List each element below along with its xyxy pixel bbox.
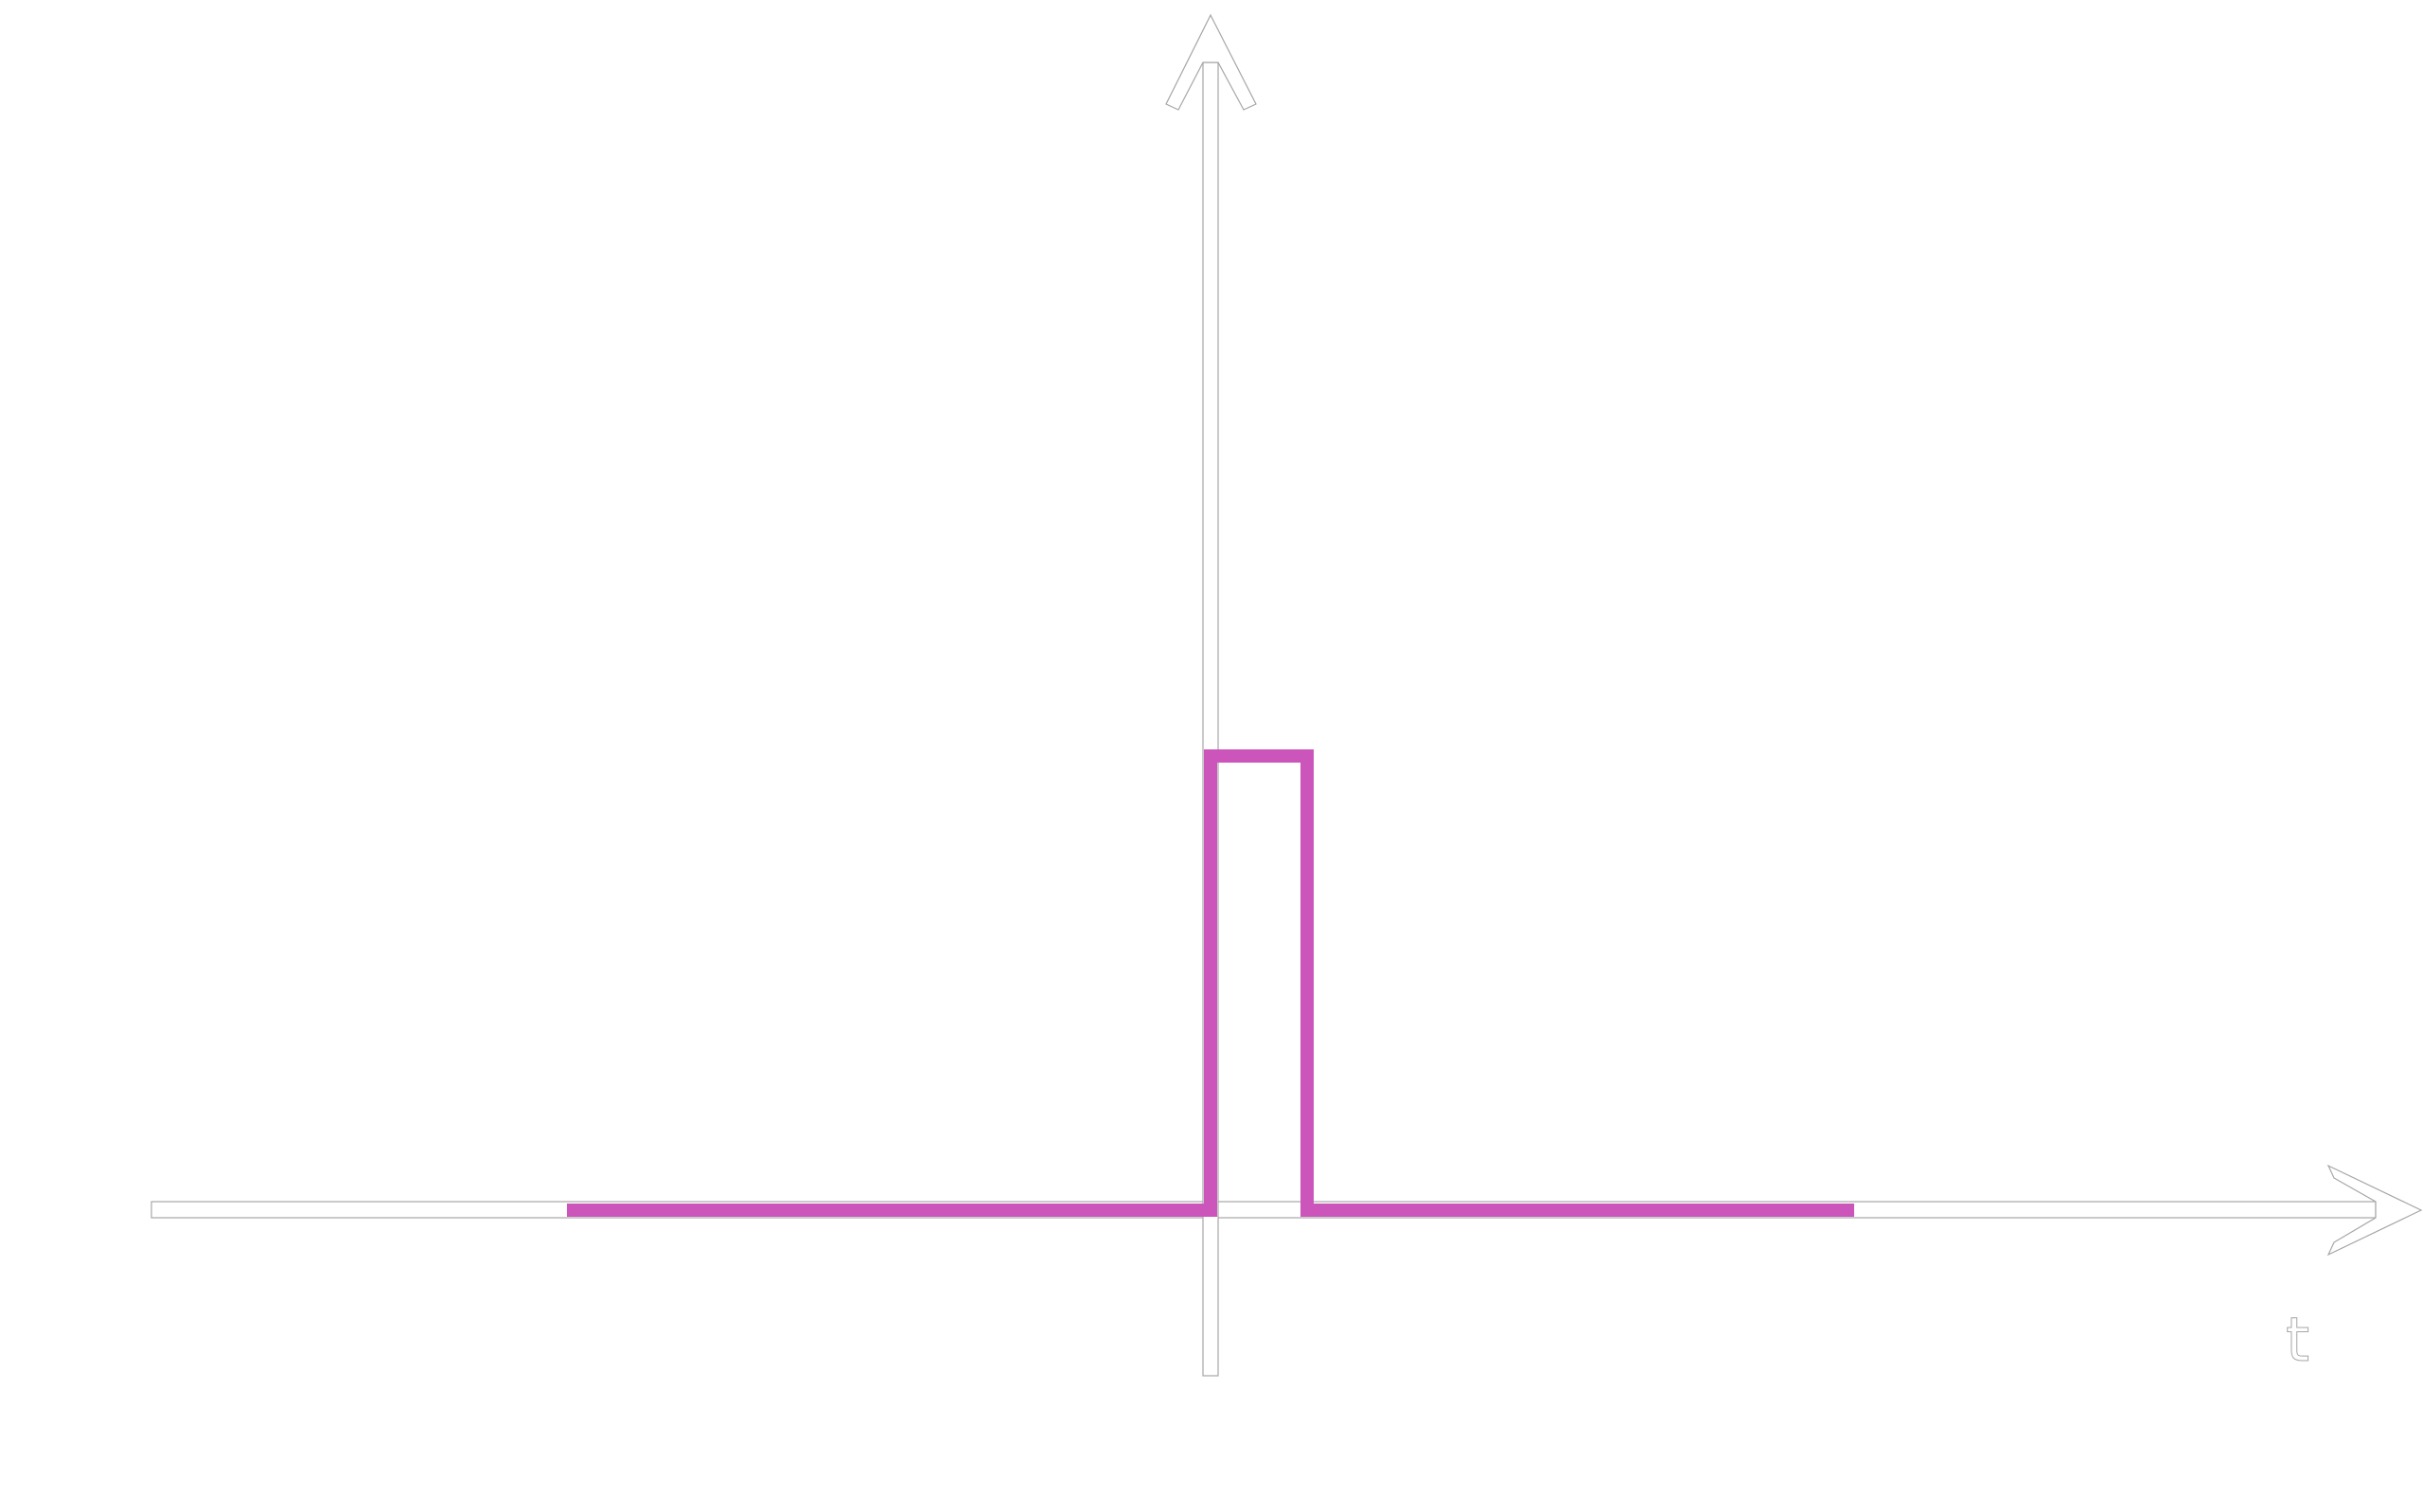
- y-axis-arrow-icon: [1165, 13, 1257, 111]
- x-axis-label: t: [2286, 1306, 2309, 1376]
- x-axis-line: [150, 1201, 2377, 1219]
- series-line: [567, 749, 1854, 1217]
- axes: [150, 13, 2423, 1377]
- x-axis-arrow-icon: [2326, 1164, 2423, 1257]
